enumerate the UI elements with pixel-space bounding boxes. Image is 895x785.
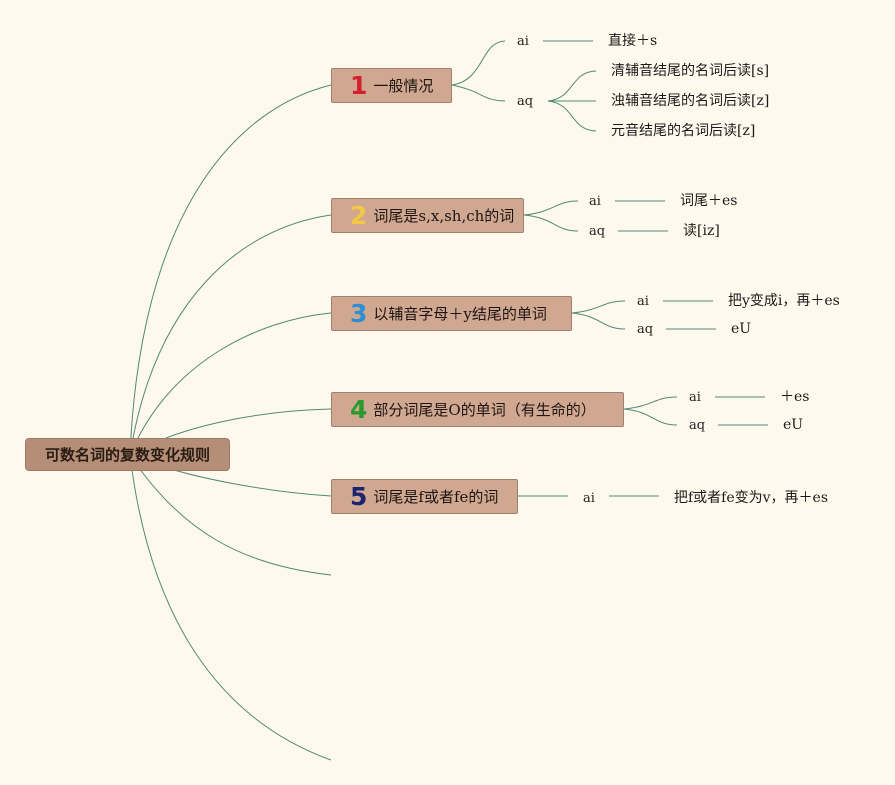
topic-2-label: 词尾是s,x,sh,ch的词 [373,207,515,225]
topic-4-leaf-2[interactable]: eU [783,417,804,433]
topic-2-leaf-2[interactable]: 读[iz] [683,223,720,239]
root-link-3 [129,312,332,456]
number-3-icon: 3 [350,299,368,328]
topic-3-leaf-1[interactable]: 把y变成i，再＋es [728,293,840,309]
number-2-icon: 2 [350,201,368,230]
topic-2-sub-ai[interactable]: ai [589,194,601,209]
number-5-icon: 5 [350,482,368,511]
topic-3-branch-ai [571,300,626,314]
topic-4-node[interactable]: 4 部分词尾是O的单词（有生命的） [331,392,624,427]
topic-1-aq-leaf-line-1 [547,70,597,102]
topic-1-leaf-1[interactable]: 直接＋s [608,33,658,49]
topic-2-branch-ai [523,200,579,216]
number-1-icon: 1 [350,71,368,100]
topic-4-sub-aq[interactable]: aq [689,418,706,433]
root-title: 可数名词的复数变化规则 [44,446,210,464]
topic-4-leaf-1[interactable]: ＋es [780,389,810,405]
topic-2-leaf-1[interactable]: 词尾＋es [680,193,738,209]
number-4-icon: 4 [350,395,368,424]
topic-1-aq-leaf-line-3 [547,100,597,132]
root-link-2 [129,214,332,456]
topic-3-label: 以辅音字母＋y结尾的单词 [373,305,547,323]
topic-4-branch-aq [623,408,678,426]
topic-3-sub-ai[interactable]: ai [637,294,649,309]
topic-1-branch-ai [451,40,506,86]
topic-3-branch-aq [571,312,626,330]
topic-4-branch-ai [623,396,678,410]
topic-3-leaf-2[interactable]: eU [731,321,752,337]
topic-1-branch-aq [451,84,506,102]
root-link-1 [129,84,332,456]
topic-1-node[interactable]: 1 一般情况 [331,68,452,103]
topic-5-sub-ai[interactable]: ai [583,491,595,506]
topic-1-leaf-4[interactable]: 元音结尾的名词后读[z] [611,123,756,139]
topic-4-sub-ai[interactable]: ai [689,390,701,405]
topic-3-node[interactable]: 3 以辅音字母＋y结尾的单词 [331,296,572,331]
root-node[interactable]: 可数名词的复数变化规则 [25,438,230,471]
topic-1-label: 一般情况 [373,77,434,95]
topic-1-sub-aq[interactable]: aq [517,94,534,109]
topic-4-label: 部分词尾是O的单词（有生命的） [373,401,596,419]
topic-1-leaf-3[interactable]: 浊辅音结尾的名词后读[z] [611,93,770,109]
root-link-7 [129,454,332,761]
topic-2-node[interactable]: 2 词尾是s,x,sh,ch的词 [331,198,524,233]
topic-2-sub-aq[interactable]: aq [589,224,606,239]
topic-3-sub-aq[interactable]: aq [637,322,654,337]
topic-1-sub-ai[interactable]: ai [517,34,529,49]
root-link-6 [129,454,332,576]
topic-2-branch-aq [523,214,579,232]
topic-5-node[interactable]: 5 词尾是f或者fe的词 [331,479,518,514]
topic-1-leaf-2[interactable]: 清辅音结尾的名词后读[s] [611,63,770,79]
topic-5-label: 词尾是f或者fe的词 [373,488,499,506]
topic-5-leaf-1[interactable]: 把f或者fe变为v，再＋es [674,490,829,506]
